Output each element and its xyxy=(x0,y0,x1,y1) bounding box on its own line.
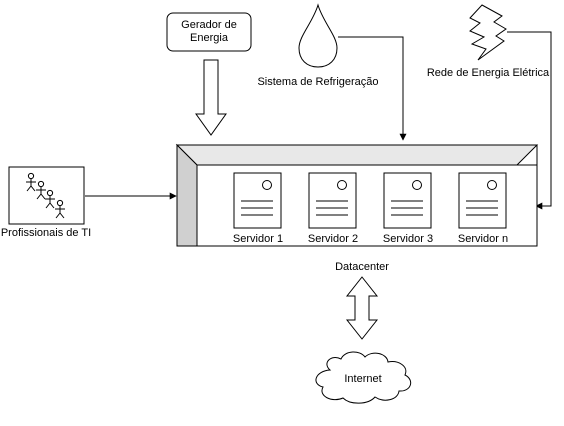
server-label: Servidor n xyxy=(457,233,509,245)
server-label: Servidor 2 xyxy=(307,233,359,245)
server-icon xyxy=(308,172,357,229)
server-label: Servidor 3 xyxy=(382,233,434,245)
people-icon xyxy=(26,172,65,219)
server-icon xyxy=(383,172,432,229)
cloud-icon[interactable] xyxy=(315,351,412,404)
generator-box[interactable] xyxy=(166,12,252,52)
generator-label: Gerador de Energia xyxy=(181,19,237,44)
cooling-label: Sistema de Refrigeração xyxy=(257,76,379,88)
datacenter-label: Datacenter xyxy=(335,261,389,273)
server-icon xyxy=(458,172,507,229)
it-staff-box[interactable] xyxy=(8,166,85,225)
power-grid-connector xyxy=(507,31,552,210)
server-icons xyxy=(233,172,507,229)
cooling-connector xyxy=(338,36,407,141)
server-icon xyxy=(233,172,282,229)
server-label: Servidor 1 xyxy=(232,233,284,245)
lightning-icon xyxy=(469,4,507,61)
internet-label: Internet xyxy=(344,373,382,385)
generator-arrow xyxy=(195,59,227,136)
water-drop-icon xyxy=(298,3,338,68)
it-staff-label: Profissionais de TI xyxy=(0,227,92,239)
internet-double-arrow xyxy=(345,276,379,340)
power-grid-label: Rede de Energia Elétrica xyxy=(426,67,550,79)
